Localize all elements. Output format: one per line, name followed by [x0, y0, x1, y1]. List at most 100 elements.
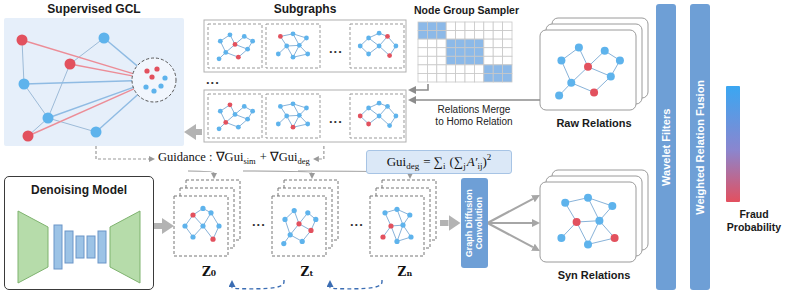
encoder-shape — [18, 211, 48, 283]
diffusion-arrow — [330, 280, 382, 289]
graph-node — [288, 232, 293, 237]
matrix-cell — [427, 65, 436, 74]
graph-node — [228, 32, 233, 37]
unet-symbol — [18, 211, 140, 283]
stack-caption: Syn Relations — [558, 268, 631, 282]
matrix-cell — [465, 65, 474, 74]
graph-edge — [22, 40, 24, 84]
graph-node — [250, 39, 255, 44]
graph-node — [385, 104, 390, 109]
contrast-line — [24, 81, 132, 84]
graph-node — [291, 125, 296, 130]
guidance-term: Guidance : ∇Gui — [158, 150, 243, 164]
graph-node — [608, 202, 616, 210]
panel-title: Supervised GCL — [4, 2, 184, 16]
sampler-matrix: Node Group Sampler — [414, 20, 516, 84]
latent-card — [370, 196, 424, 256]
relation-card — [540, 30, 636, 110]
formula-part: ij — [477, 161, 482, 171]
graph-node — [217, 126, 222, 131]
matrix-cell — [465, 31, 474, 40]
embedding-dot — [144, 68, 149, 73]
ellipsis: ... — [206, 72, 220, 87]
formula-part: A′ — [467, 154, 478, 169]
graph-node — [282, 217, 287, 222]
relation-cards — [540, 18, 648, 110]
embedding-dot — [154, 66, 159, 71]
graph-node — [377, 114, 382, 119]
graph-node — [91, 127, 102, 138]
matrix-cell — [437, 39, 446, 48]
graph-node — [284, 44, 289, 49]
embedding-circle — [132, 58, 176, 102]
graph-edge — [48, 118, 96, 132]
graph-node — [387, 53, 392, 58]
latent-label: Z₀ — [202, 265, 216, 280]
guidance-line — [319, 146, 324, 159]
subgraph-box — [266, 24, 320, 68]
graph-node — [250, 109, 255, 114]
graph-node — [291, 101, 296, 106]
graph-node — [291, 55, 296, 60]
graph-node — [394, 239, 399, 244]
graph-node — [233, 42, 238, 47]
graph-node — [233, 112, 238, 117]
subgraph-box — [208, 24, 262, 68]
embedding-dot — [158, 83, 163, 88]
flow-arrow — [488, 222, 533, 224]
graph-node — [200, 223, 205, 228]
guidance-arrow — [188, 171, 214, 173]
graph-node — [276, 52, 281, 57]
graph-node — [23, 131, 34, 142]
ellipsis: ... — [350, 214, 364, 229]
graph-node — [611, 234, 619, 242]
formula-part: deg — [406, 161, 419, 171]
graph-node — [242, 104, 247, 109]
embedding-dot — [162, 75, 167, 80]
graph-node — [296, 221, 301, 226]
fan-line — [488, 223, 533, 247]
matrix-cell — [418, 48, 427, 57]
matrix-cell — [493, 48, 502, 57]
matrix-cell — [474, 22, 483, 31]
graph-node — [590, 88, 598, 96]
graph-node — [595, 217, 603, 225]
matrix-cell — [493, 31, 502, 40]
unet-layer — [98, 231, 106, 263]
matrix-cell — [446, 73, 455, 82]
graph-node — [575, 44, 583, 52]
graph-node — [236, 55, 241, 60]
unet-layer — [54, 225, 62, 269]
embedding-dot — [149, 74, 154, 79]
label-holder: ... — [350, 212, 364, 230]
matrix-cell — [484, 56, 493, 65]
contrast-line — [48, 87, 133, 118]
subgraph-box — [208, 94, 262, 138]
graph-node — [366, 52, 371, 57]
matrix-cell — [465, 56, 474, 65]
matrix-cell — [493, 73, 502, 82]
graph-node — [182, 223, 187, 228]
bar-label: Wavelet Filters — [660, 9, 673, 285]
subgraph-box — [350, 24, 404, 68]
embedding-dot — [151, 88, 156, 93]
matrix-cell — [418, 73, 427, 82]
latent-card — [272, 196, 326, 256]
graph-node — [19, 79, 30, 90]
matrix-cell — [484, 48, 493, 57]
formula-line: Guideg= ∑i(∑jA′ij)2 — [387, 153, 492, 171]
graph-node — [382, 210, 387, 215]
graph-node — [292, 208, 297, 213]
matrix-cell — [474, 56, 483, 65]
subgraph-row — [204, 90, 406, 142]
graph-node — [616, 56, 624, 64]
matrix-cell — [456, 73, 465, 82]
graph-node — [43, 113, 54, 124]
matrix-cell — [446, 65, 455, 74]
panel-ground — [4, 18, 184, 146]
matrix-cell — [503, 73, 512, 82]
graph-node — [278, 34, 283, 39]
fan-line — [488, 199, 533, 223]
graph-node — [573, 218, 581, 226]
graph-node — [190, 234, 195, 239]
